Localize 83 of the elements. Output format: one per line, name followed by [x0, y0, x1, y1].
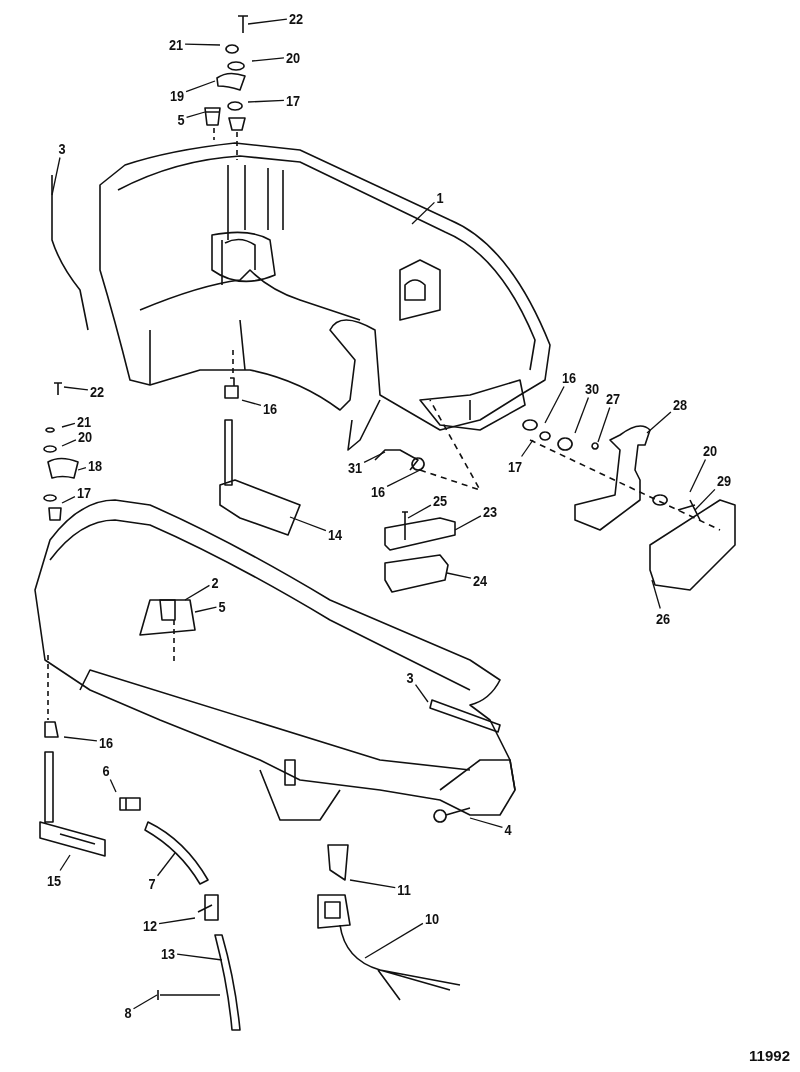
leader-line [694, 488, 716, 511]
callout-number: 6 [102, 762, 110, 778]
callout-number: 23 [482, 503, 498, 519]
leader-line [241, 399, 262, 407]
leader-line [446, 572, 472, 579]
callout-number: 20 [77, 428, 93, 444]
leader-line [51, 156, 61, 196]
leader-line [646, 411, 672, 434]
leader-line [59, 854, 71, 872]
callout-number: 24 [472, 572, 488, 588]
callout-number: 8 [124, 1004, 132, 1020]
leader-line [247, 18, 288, 25]
callout-number: 27 [605, 390, 621, 406]
leader-line [194, 606, 218, 613]
leader-line [63, 386, 89, 391]
leader-line [184, 584, 211, 601]
callout-number: 3 [406, 669, 414, 685]
leader-line [469, 817, 504, 829]
callout-number: 15 [46, 872, 62, 888]
callout-number: 26 [655, 610, 671, 626]
callout-number: 17 [285, 92, 301, 108]
callout-number: 20 [285, 49, 301, 65]
leader-line [651, 579, 661, 610]
leader-line [109, 778, 117, 793]
leader-line [251, 57, 285, 62]
leader-line [386, 469, 421, 488]
leader-line [185, 80, 216, 93]
drawing-number: 11992 [749, 1047, 790, 1064]
leader-line [574, 396, 590, 434]
leader-line [407, 504, 432, 519]
callout-number: 1 [436, 189, 444, 205]
leader-line [158, 917, 196, 925]
callout-number: 31 [347, 459, 363, 475]
leader-line [61, 439, 77, 447]
callout-number: 5 [177, 111, 185, 127]
callout-number: 2 [211, 574, 219, 590]
callout-number: 28 [672, 396, 688, 412]
callout-number: 22 [89, 383, 105, 399]
callout-number: 17 [76, 484, 92, 500]
callout-number: 22 [288, 10, 304, 26]
leader-line [156, 852, 176, 877]
leader-line [363, 451, 386, 464]
callout-number: 11 [397, 881, 411, 897]
leader-line [289, 516, 327, 532]
leader-line [61, 495, 76, 504]
leader-line [185, 111, 206, 119]
callout-number: 16 [370, 483, 386, 499]
callout-number: 16 [262, 400, 278, 416]
leader-line [454, 515, 482, 531]
callout-number: 30 [584, 380, 600, 396]
callout-number: 21 [76, 413, 92, 429]
leader-line [247, 99, 285, 103]
callout-number: 5 [218, 598, 226, 614]
callout-number: 4 [504, 821, 512, 837]
callout-number: 17 [507, 458, 523, 474]
callout-number: 25 [432, 492, 448, 508]
leader-line [520, 439, 534, 458]
callout-number: 13 [160, 945, 176, 961]
leader-line [414, 684, 429, 703]
callout-number: 19 [169, 87, 185, 103]
callout-number: 16 [561, 369, 577, 385]
leader-line [364, 922, 424, 959]
leader-line [132, 994, 158, 1010]
callout-number: 3 [58, 140, 66, 156]
callout-number: 16 [98, 734, 114, 750]
leader-line [61, 422, 76, 428]
leader-line [544, 385, 565, 424]
callout-number: 21 [168, 36, 184, 52]
callout-number: 7 [148, 875, 156, 891]
leader-line [349, 879, 396, 889]
leader-line [176, 953, 223, 961]
leader-line [411, 201, 436, 225]
callout-number: 18 [87, 457, 103, 473]
leader-line [77, 467, 87, 471]
leader-line [184, 43, 221, 46]
leader-line [63, 736, 98, 742]
callout-number: 14 [327, 526, 343, 542]
callout-number: 20 [702, 442, 718, 458]
callout-number: 12 [142, 917, 158, 933]
leader-line [597, 406, 611, 443]
callout-number: 10 [424, 910, 440, 926]
callout-number: 29 [716, 472, 732, 488]
leader-line [689, 458, 707, 493]
